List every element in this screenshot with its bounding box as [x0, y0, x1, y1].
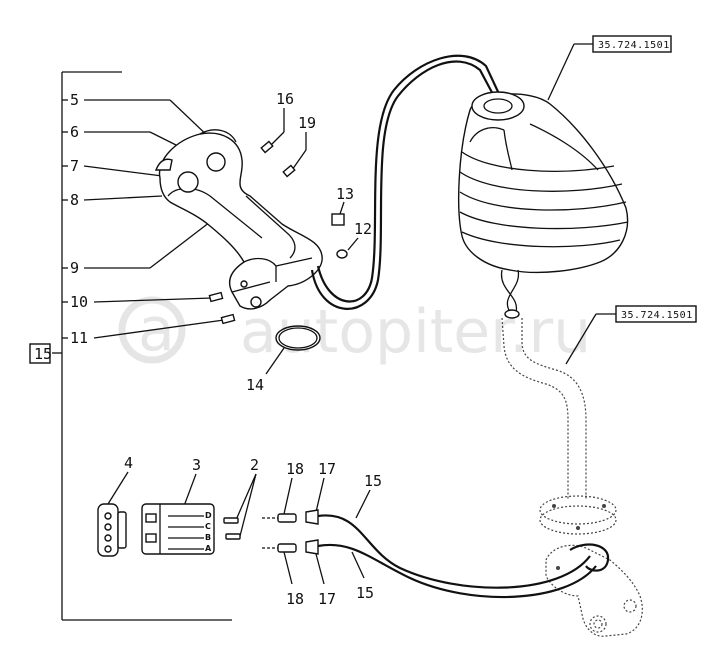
screw-10: [208, 291, 224, 303]
base-bracket: [545, 543, 643, 637]
label-7: 7: [70, 157, 79, 175]
ref-top-callout: 35.724.1501: [547, 35, 672, 101]
rubber-boot: [458, 91, 629, 274]
watermark: a autopiter.ru: [118, 295, 591, 367]
label-15-top: 15: [364, 472, 382, 490]
label-12: 12: [354, 220, 372, 238]
label-13: 13: [336, 185, 354, 203]
nut-12: [336, 249, 348, 259]
handle-cable: [310, 54, 501, 310]
ref-mid: 35.724.1501: [621, 310, 693, 321]
terminals-2: 2: [223, 456, 259, 540]
plug-4: 4: [97, 454, 133, 557]
label-18-bot: 18: [286, 590, 304, 608]
wire-ends-top: 18 17 15: [262, 460, 382, 525]
ref-top: 35.724.1501: [598, 40, 670, 51]
label-box-15: [29, 343, 51, 364]
nut-13: [331, 213, 345, 226]
trigger-8: [154, 158, 173, 171]
label-5: 5: [70, 91, 79, 109]
screw-16: [260, 140, 274, 154]
label-2: 2: [250, 456, 259, 474]
fasteners-bottom: [208, 291, 236, 325]
label-17-bot: 17: [318, 590, 336, 608]
screw-11: [220, 313, 236, 325]
label-4: 4: [124, 454, 133, 472]
label-9: 9: [70, 259, 79, 277]
label-14: 14: [246, 376, 264, 394]
label-19: 19: [298, 114, 316, 132]
button-6: [206, 152, 226, 172]
label-3: 3: [192, 456, 201, 474]
label-18-top: 18: [286, 460, 304, 478]
screw-19: [282, 164, 296, 178]
label-11: 11: [70, 329, 88, 347]
pin-label-a: A: [205, 544, 212, 553]
cables-to-base: [317, 514, 597, 599]
connector-housing-3: 3 D C B A: [141, 456, 215, 555]
label-10: 10: [70, 293, 88, 311]
label-15-box: 15: [34, 345, 52, 363]
circlip-14: 14: [246, 325, 321, 394]
boot-lower-wires: [500, 269, 520, 319]
pin-label-c: C: [205, 522, 211, 531]
left-labels: 5 6 7 8 9 10 11: [62, 91, 225, 347]
pin-label-d: D: [205, 511, 212, 520]
label-6: 6: [70, 123, 79, 141]
dotted-shaft: [501, 317, 617, 535]
group-15-bracket: 15: [29, 71, 232, 621]
label-16: 16: [276, 90, 294, 108]
joystick-handle: [154, 129, 323, 310]
label-17-top: 17: [318, 460, 336, 478]
label-8: 8: [70, 191, 79, 209]
label-15-bot: 15: [356, 584, 374, 602]
fasteners-top: 16 19 13 12: [260, 90, 372, 259]
ref-mid-callout: 35.724.1501: [565, 305, 697, 365]
pin-label-b: B: [205, 533, 211, 542]
button-7: [177, 171, 199, 193]
wire-ends-bottom: 18 17 15: [262, 539, 374, 608]
